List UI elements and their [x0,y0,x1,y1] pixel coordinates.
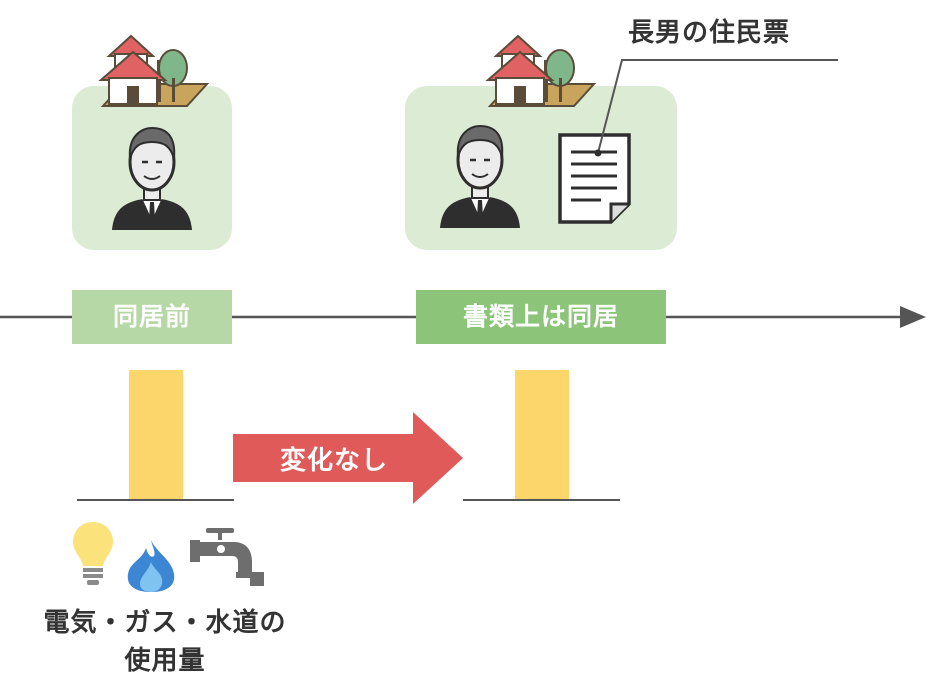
usage-bar-after [515,370,569,500]
flame-icon [127,540,175,592]
man-icon [112,126,192,230]
change-arrow [233,412,463,504]
usage-label-line1: 電気・ガス・水道の [43,608,287,638]
man-icon [440,124,520,228]
baseline-before [77,499,234,501]
change-arrow-label: 変化なし [280,446,389,476]
before-label: 同居前 [72,290,232,344]
after-label: 書類上は同居 [416,290,666,344]
lightbulb-icon [73,522,113,585]
faucet-icon [190,528,264,586]
document-label: 長男の住民票 [628,18,791,48]
baseline-after [463,499,620,501]
usage-label: 電気・ガス・水道の 使用量 [20,604,310,680]
house-icon [485,34,597,107]
usage-bar-before [129,370,183,500]
house-icon [98,34,210,107]
document-icon [558,133,631,224]
usage-label-line2: 使用量 [124,646,206,676]
